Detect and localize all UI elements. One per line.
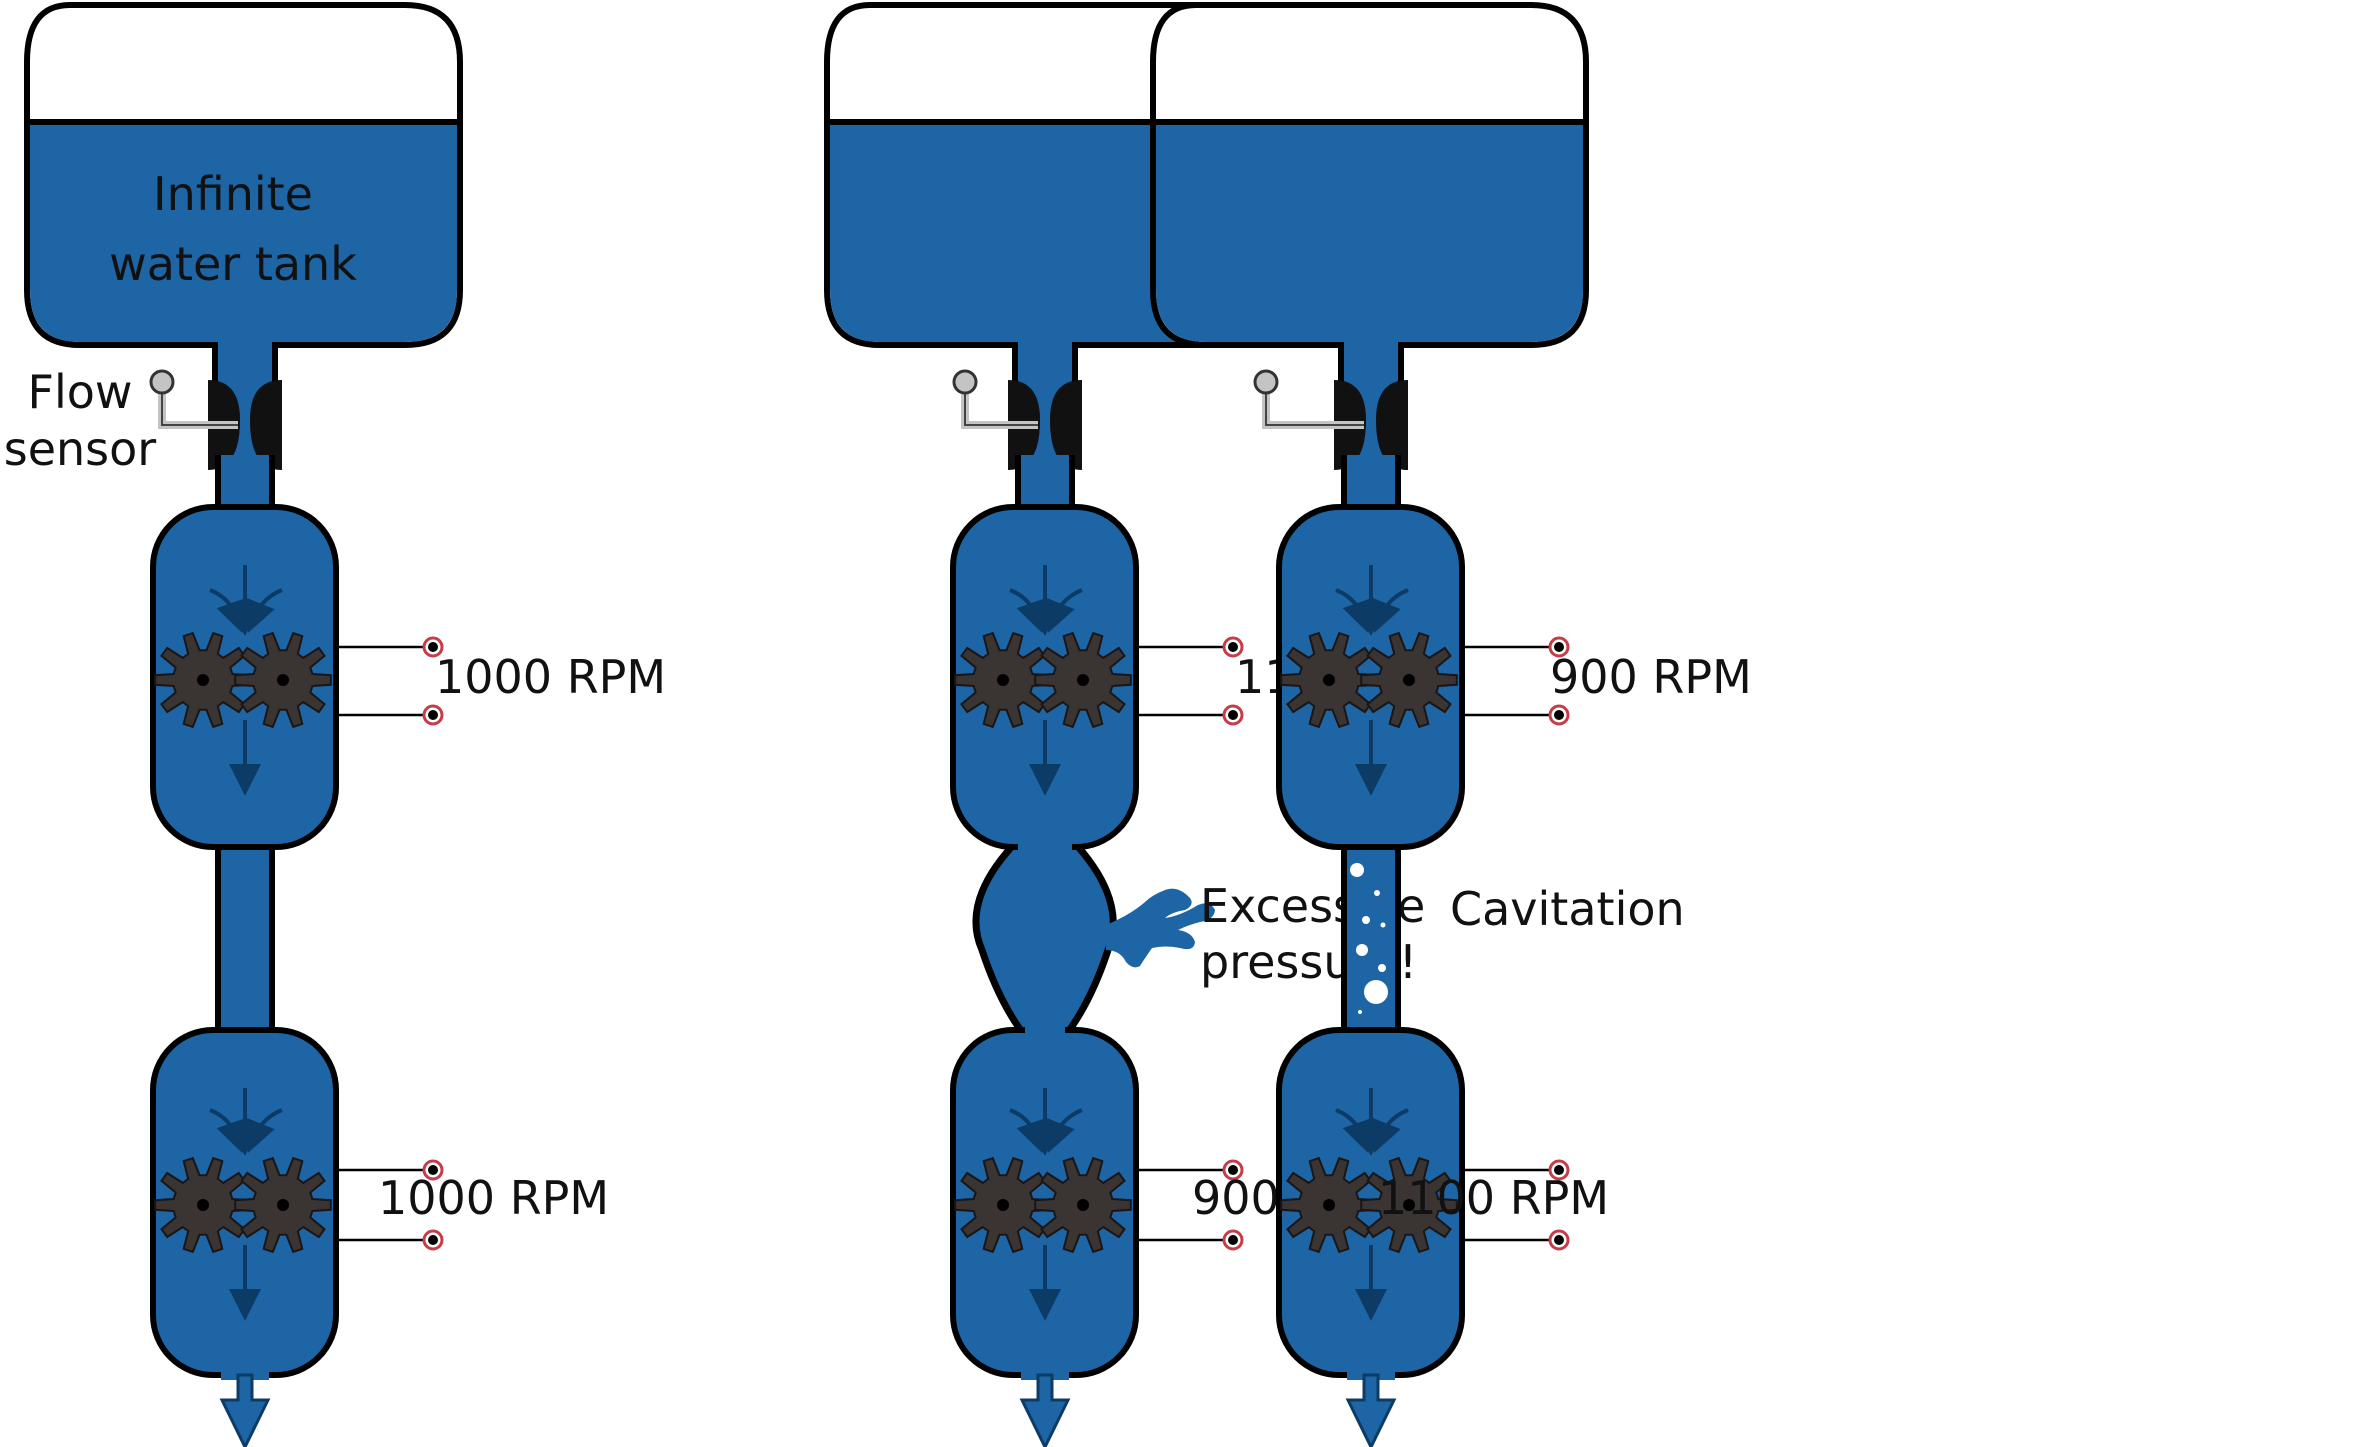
gear-hub [1403,674,1415,686]
gear-icon [1280,1156,1378,1254]
pump-1-rpm: 1000 RPM [435,650,666,704]
terminal-pin [1228,642,1238,652]
terminal-pin [1228,1235,1238,1245]
cavitation-bubbles [1350,863,1388,1014]
terminal-icon [1548,1229,1570,1251]
tank-label-line-2: water tank [109,237,357,291]
terminal-icon [1222,636,1244,658]
gear-icon [1034,631,1132,729]
terminal-pin [1228,710,1238,720]
terminal-icon [1548,704,1570,726]
terminal-icon [422,636,444,658]
arrow-down-icon [1009,565,1083,1321]
gear-icon [1360,1156,1458,1254]
terminal-pin [428,642,438,652]
gear-hub [1077,674,1089,686]
gear-icon [1280,631,1378,729]
terminal-pin [428,710,438,720]
cavitation-label: Cavitation [1450,882,1685,936]
bulging-pipe [972,836,1117,1044]
gear-icon [154,631,252,729]
arrow-down-icon [1335,565,1409,1321]
scenario-1-normal: Infinite water tank Flow sensor 1000 RPM… [4,2,666,1447]
flow-sensor-label-line-2: sensor [4,422,157,476]
outlet-arrow [219,1373,271,1447]
arrow-down-icon [209,565,283,1321]
gear-hub [1403,1199,1415,1211]
terminal-icon [1548,636,1570,658]
gear-icon [954,631,1052,729]
gear-icon [1360,631,1458,729]
motor-terminals [1462,645,1558,1242]
outlet-arrow [1019,1373,1071,1447]
terminal-icon [422,1229,444,1251]
gear-hub [277,1199,289,1211]
terminal-pin [1554,1165,1564,1175]
terminal-icon [1222,1229,1244,1251]
terminal-icon [422,1159,444,1181]
gear-hub [277,674,289,686]
gear-hub [1323,1199,1335,1211]
gear-hub [197,1199,209,1211]
pump-1-rpm: 900 RPM [1550,650,1752,704]
flow-sensor-icon [952,369,1082,470]
leak-spray [1106,888,1215,968]
gear-hub [997,674,1009,686]
terminal-icon [1222,704,1244,726]
terminal-pin [1554,710,1564,720]
gear-hub [1077,1199,1089,1211]
flow-sensor-icon [1253,369,1408,470]
motor-terminals [1136,645,1232,1242]
terminal-pin [1228,1165,1238,1175]
gear-icon [954,1156,1052,1254]
flow-sensor-label-line-1: Flow [27,365,132,419]
flow-sensor-icon [149,369,282,470]
scenario-3-cavitation: 900 RPM 1100 RPM Cavitation [1150,2,1752,1447]
motor-terminals [336,645,432,1242]
pump-2-rpm: 1100 RPM [1378,1171,1609,1225]
tank-label-line-1: Infinite [153,167,313,221]
terminal-pin [428,1165,438,1175]
pump-2-rpm: 1000 RPM [378,1171,609,1225]
gear-icon [154,1156,252,1254]
gear-hub [1323,674,1335,686]
terminal-pin [428,1235,438,1245]
gear-icon [1034,1156,1132,1254]
gear-hub [197,674,209,686]
gear-hub [997,1199,1009,1211]
terminal-icon [1222,1159,1244,1181]
tank-water [30,122,457,455]
outlet-arrow [1345,1373,1397,1447]
gear-icon [234,631,332,729]
terminal-icon [1548,1159,1570,1181]
terminal-icon [422,704,444,726]
tank-water [1156,122,1583,455]
gear-icon [234,1156,332,1254]
terminal-pin [1554,642,1564,652]
terminal-pin [1554,1235,1564,1245]
